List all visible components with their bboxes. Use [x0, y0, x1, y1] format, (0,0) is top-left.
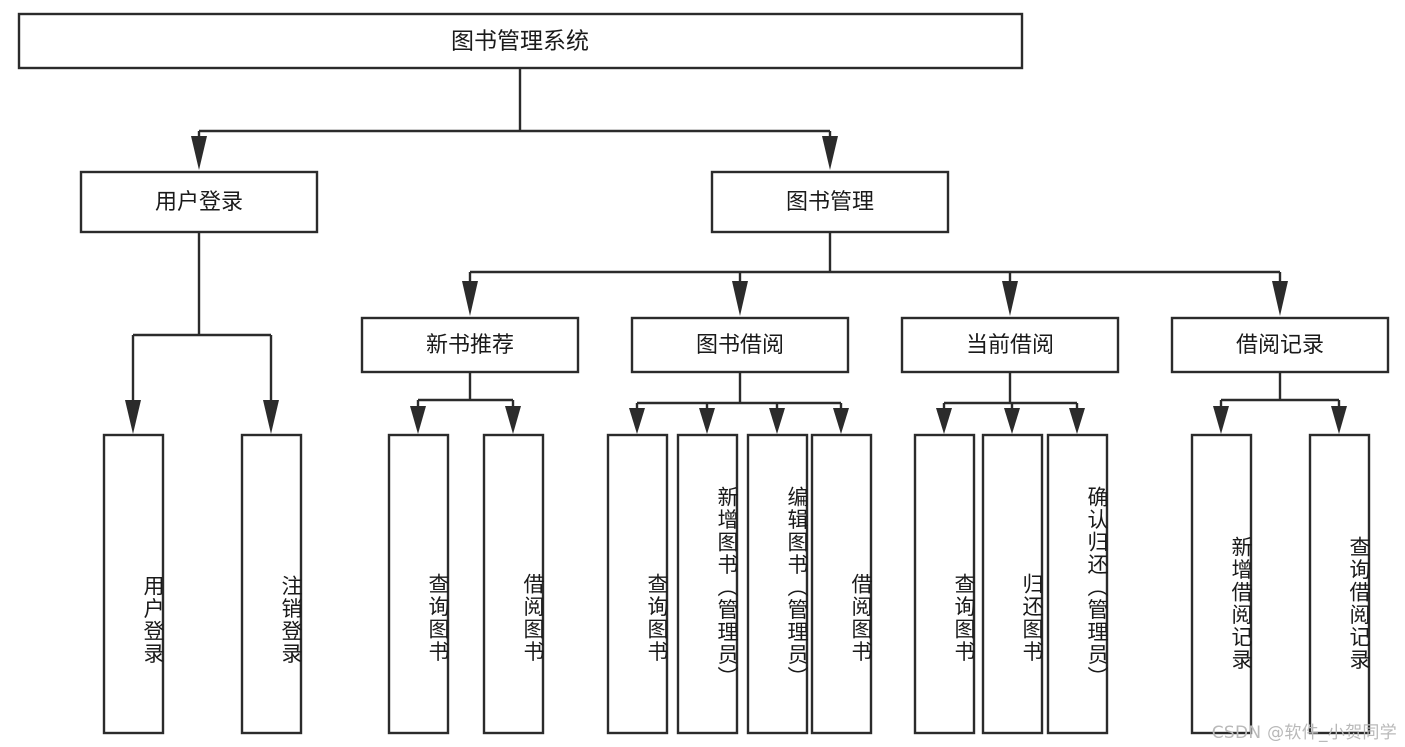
book-manage-box[interactable]	[710, 170, 950, 234]
csdn-watermark: CSDN @软件_小贺同学	[1211, 723, 1397, 743]
node-new-book-rec[interactable]: 新书推荐	[360, 316, 580, 374]
arrow-to-borrow-record	[1272, 281, 1288, 316]
arrow-leaf-current-borrow-2	[1004, 408, 1020, 434]
arrow-leaf-new-book-rec-2	[505, 406, 521, 434]
user-login-label: 用户登录	[155, 190, 243, 215]
node-root[interactable]: 图书管理系统	[17, 12, 1024, 70]
arrow-leaf-book-borrow-3	[769, 408, 785, 434]
node-borrow-record[interactable]: 借阅记录	[1170, 316, 1390, 374]
leaf-box-current-borrow-2[interactable]	[1046, 433, 1109, 735]
arrow-leaf-current-borrow-1	[936, 408, 952, 434]
arrow-leaf-current-borrow-3	[1069, 408, 1085, 434]
connector-book-borrow-to-leaves	[629, 372, 849, 434]
node-book-borrow[interactable]: 图书借阅	[630, 316, 850, 374]
connector-borrow-record-to-leaves	[1213, 372, 1347, 434]
connector-root-to-level2	[191, 68, 838, 170]
leaf-box-borrow-record-0[interactable]	[1190, 433, 1253, 735]
arrow-leaf-user-login-1	[125, 400, 141, 434]
arrow-to-new-book-rec	[462, 281, 478, 316]
leaf-box-current-borrow-1[interactable]	[981, 433, 1044, 735]
leaf-box-user-login-0[interactable]	[102, 433, 165, 735]
leaf-box-book-borrow-2[interactable]	[746, 433, 809, 735]
new-book-rec-box[interactable]	[360, 316, 580, 374]
node-current-borrow[interactable]: 当前借阅	[900, 316, 1120, 374]
leaf-box-book-borrow-1[interactable]	[676, 433, 739, 735]
borrow-record-box[interactable]	[1170, 316, 1390, 374]
node-user-login[interactable]: 用户登录	[79, 170, 319, 234]
arrow-leaf-new-book-rec-1	[410, 406, 426, 434]
current-borrow-label: 当前借阅	[966, 333, 1054, 358]
arrow-to-book-borrow	[732, 281, 748, 316]
leaf-box-new-book-rec-1[interactable]	[482, 433, 545, 735]
root-box[interactable]	[17, 12, 1024, 70]
connector-book-manage-to-level3	[462, 232, 1288, 316]
current-borrow-box[interactable]	[900, 316, 1120, 374]
leaf-box-borrow-record-1[interactable]	[1308, 433, 1371, 735]
book-borrow-label: 图书借阅	[696, 333, 784, 358]
arrow-leaf-borrow-record-1	[1213, 406, 1229, 434]
leaf-box-user-login-1[interactable]	[240, 433, 303, 735]
arrow-to-current-borrow	[1002, 281, 1018, 316]
node-book-manage[interactable]: 图书管理	[710, 170, 950, 234]
connector-current-borrow-to-leaves	[936, 372, 1085, 434]
book-manage-label: 图书管理	[786, 190, 874, 215]
leaf-box-book-borrow-0[interactable]	[606, 433, 669, 735]
leaf-box-current-borrow-0[interactable]	[913, 433, 976, 735]
arrow-leaf-book-borrow-1	[629, 408, 645, 434]
arrow-to-user-login	[191, 136, 207, 170]
arrow-leaf-book-borrow-2	[699, 408, 715, 434]
leaf-box-book-borrow-3[interactable]	[810, 433, 873, 735]
arrow-leaf-borrow-record-2	[1331, 406, 1347, 434]
connector-new-book-rec-to-leaves	[410, 372, 521, 434]
arrow-leaf-book-borrow-4	[833, 408, 849, 434]
leaf-box-new-book-rec-0[interactable]	[387, 433, 450, 735]
book-borrow-box[interactable]	[630, 316, 850, 374]
arrow-to-book-manage	[822, 136, 838, 170]
new-book-rec-label: 新书推荐	[426, 333, 514, 358]
borrow-record-label: 借阅记录	[1236, 333, 1324, 358]
arrow-leaf-user-login-2	[263, 400, 279, 434]
root-label: 图书管理系统	[451, 29, 589, 55]
connector-user-login-to-leaves	[125, 232, 279, 434]
